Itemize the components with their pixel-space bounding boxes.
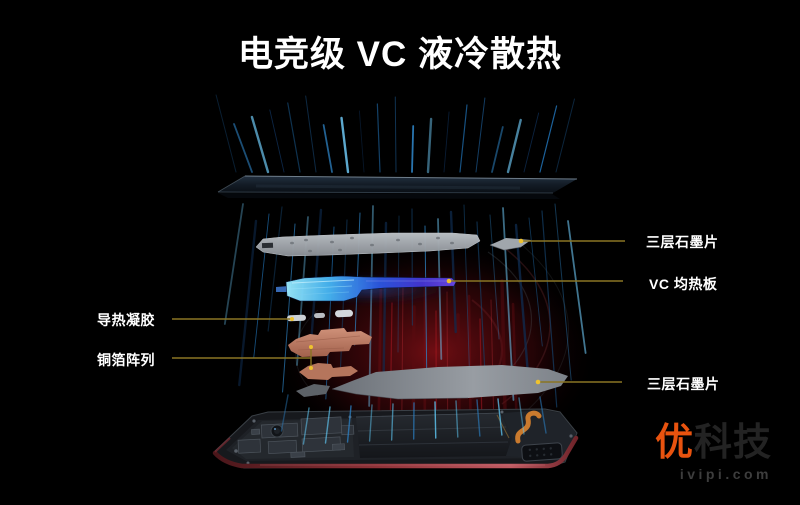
page-title: 电竞级 VC 液冷散热 [237,35,563,74]
flex-cable [515,410,542,444]
glass-back-cover [217,175,578,199]
speaker-module [521,442,563,462]
label-copper-array: 铜箔阵列 [97,352,155,368]
phone-chassis [212,408,579,469]
copper-foil-array [288,328,372,380]
label-vc-plate: VC 均热板 [649,276,718,292]
battery [356,413,512,458]
graphite-sheet-bottom [296,365,568,400]
callout-lines [172,238,625,385]
label-thermal-gel: 导热凝胶 [97,312,155,328]
graphite-sheet-top [255,232,481,257]
vc-vapor-chamber [268,273,468,305]
streaks-mid [223,203,587,408]
watermark-brand-accent: 优 [654,422,694,464]
streaks-phone [280,394,547,445]
streaks-top [215,94,575,174]
label-graphite-top: 三层石墨片 [646,234,719,250]
watermark-brand: 优科技 [655,424,772,462]
thermal-gel [287,309,354,322]
watermark: 优科技 ivipi.com [655,424,772,481]
label-graphite-bottom: 三层石墨片 [647,376,720,392]
watermark-site: ivipi.com [679,466,772,482]
watermark-brand-rest: 科技 [693,422,772,464]
phone-red-rim [212,435,579,469]
callout-dots [290,238,541,385]
